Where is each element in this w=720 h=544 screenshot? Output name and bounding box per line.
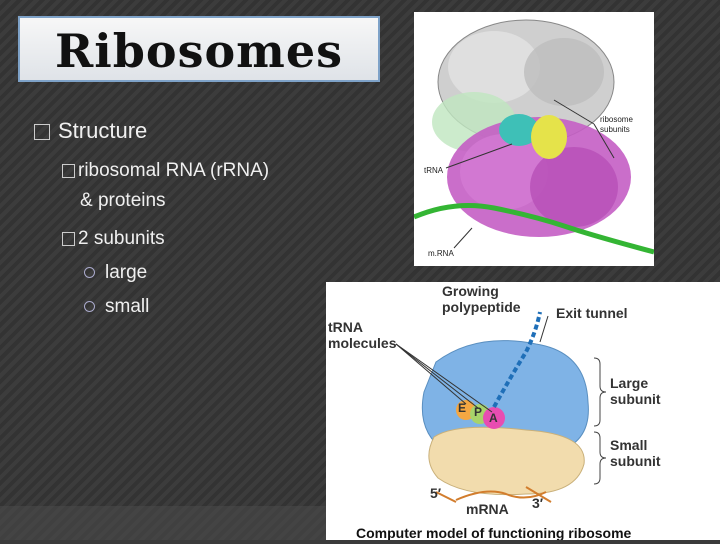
label-five-prime: 5′: [430, 485, 442, 501]
label-trna-molecules: tRNA molecules: [328, 319, 397, 351]
page-title: Ribosomes: [55, 24, 343, 78]
bullet-subunits-text: 2 subunits: [78, 228, 165, 249]
circle-bullet-icon: [84, 301, 95, 313]
bullet-small: small: [84, 296, 149, 318]
bullet-large-text: large: [105, 262, 148, 283]
functioning-ribosome-image: Growing polypeptide Exit tunnel tRNA mol…: [326, 282, 720, 541]
bullet-rrna-text: ribosomal RNA (rRNA): [78, 160, 270, 181]
site-a: A: [489, 411, 498, 425]
label-small-subunit: Small subunit: [610, 437, 661, 469]
label-three-prime: 3′: [532, 495, 544, 511]
bullet-structure-text: Structure: [58, 118, 148, 143]
label-mrna: mRNA: [466, 501, 509, 517]
ribosome-structure-image: ribosome subunits tRNA m.RNA: [413, 12, 655, 266]
bullet-box-icon: [62, 231, 75, 246]
bullet-subunits: 2 subunits: [62, 228, 165, 250]
site-p: P: [474, 405, 482, 419]
bullet-large: large: [84, 262, 147, 284]
label-trna: tRNA: [424, 166, 444, 175]
label-ribosome-subunits: ribosome subunits: [600, 115, 635, 134]
figure-caption: Computer model of functioning ribosome: [356, 525, 632, 540]
bullet-small-text: small: [105, 296, 150, 317]
label-mrna: m.RNA: [428, 249, 454, 258]
circle-bullet-icon: [84, 267, 95, 279]
bullet-box-icon: [62, 163, 75, 178]
label-exit-tunnel: Exit tunnel: [556, 305, 628, 321]
label-large-subunit: Large subunit: [610, 375, 661, 407]
bullet-structure: Structure: [34, 118, 147, 144]
bullet-box-icon: [34, 124, 50, 141]
bullet-rrna-cont: & proteins: [80, 190, 166, 211]
site-e: E: [458, 401, 466, 415]
title-box: Ribosomes: [18, 16, 380, 82]
bullet-rrna: ribosomal RNA (rRNA): [62, 160, 269, 182]
label-growing: Growing polypeptide: [442, 283, 521, 315]
